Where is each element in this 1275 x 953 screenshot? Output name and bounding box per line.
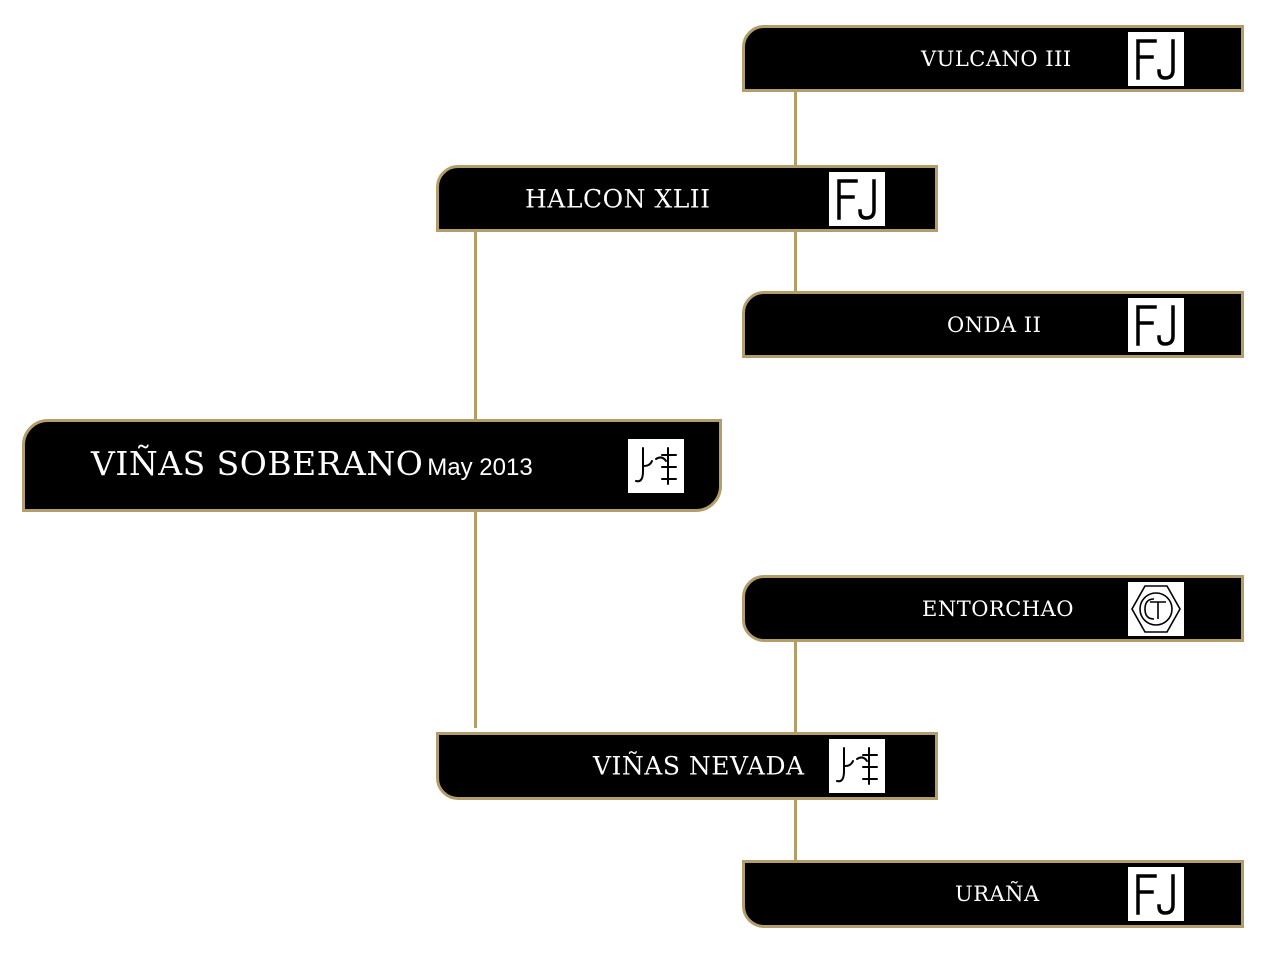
pedigree-node-sire-dam: ONDA II	[742, 291, 1244, 358]
connector-line	[794, 798, 797, 862]
pedigree-node-dam-dam: URAÑA	[742, 860, 1244, 928]
node-name: HALCON XLII	[525, 184, 711, 213]
node-name: URAÑA	[955, 882, 1040, 906]
node-name: VULCANO III	[921, 46, 1072, 71]
pedigree-node-dam-sire: ENTORCHAO	[742, 575, 1244, 642]
fj-brand-icon	[1128, 297, 1184, 352]
subject-name: VIÑAS SOBERANO	[91, 444, 424, 483]
node-name: VIÑAS NEVADA	[593, 751, 805, 781]
connector-line	[474, 231, 477, 420]
ct-hexagon-brand-icon	[1128, 581, 1184, 636]
node-name: ENTORCHAO	[922, 596, 1075, 621]
connector-line	[794, 231, 797, 292]
pedigree-node-dam: VIÑAS NEVADA	[436, 732, 938, 800]
fj-brand-icon	[829, 171, 885, 226]
jh-brand-icon	[628, 438, 684, 493]
fj-brand-icon	[1128, 31, 1184, 86]
fj-brand-icon	[1128, 867, 1184, 921]
subject-date: May 2013	[427, 454, 533, 481]
pedigree-node-sire-sire: VULCANO III	[742, 25, 1244, 92]
connector-line	[794, 90, 797, 166]
jh-brand-icon	[829, 739, 885, 793]
connector-line	[794, 640, 797, 735]
connector-line	[474, 510, 477, 728]
pedigree-node-sire: HALCON XLII	[436, 165, 938, 232]
node-name: ONDA II	[947, 312, 1042, 337]
